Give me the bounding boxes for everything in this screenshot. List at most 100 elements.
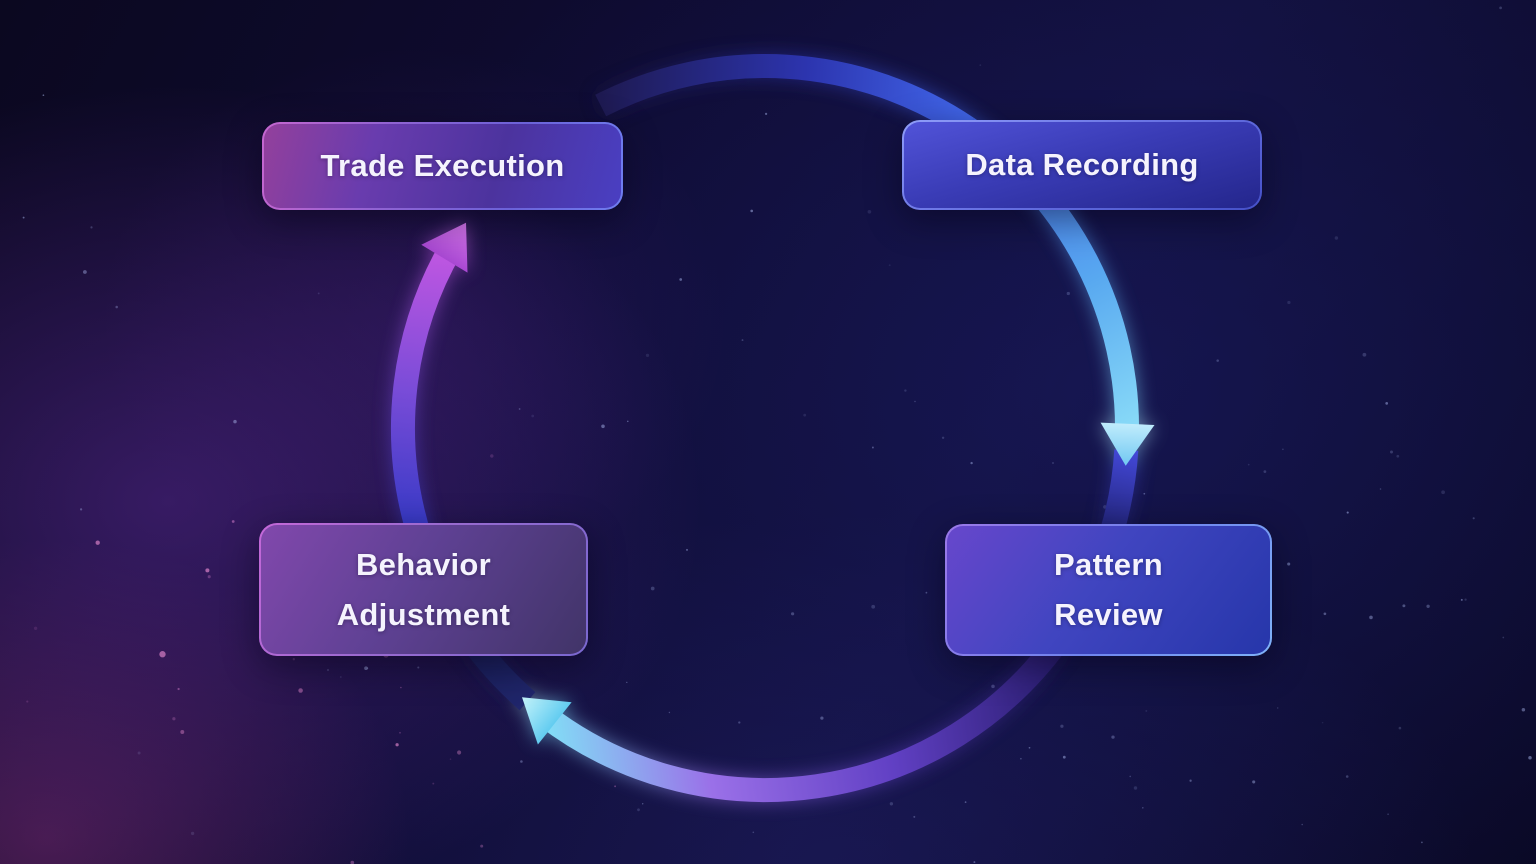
star-dot [1398,726,1402,730]
star-dot [1460,598,1463,601]
star-dot [1387,813,1389,816]
star-dot [1028,746,1031,749]
star-dot [626,681,628,684]
star-dot [400,686,402,689]
star-dot [941,436,945,439]
star-dot [1379,488,1382,490]
star-dot [364,666,368,671]
star-dot [1189,779,1192,782]
star-dot [867,209,872,214]
star-dot [1247,463,1250,466]
arc-trade-to-data [595,54,975,138]
node-data-recording: Data Recording [902,120,1262,210]
star-dot [1276,707,1279,709]
star-dot [417,666,420,669]
star-dot [1052,462,1054,464]
starfield [22,6,1532,864]
star-dot [1426,604,1430,608]
star-dot [350,860,355,864]
star-dot [1062,755,1066,759]
star-dot [913,815,916,818]
star-dot [137,751,141,755]
star-dot [366,667,369,670]
star-dot [190,831,195,836]
arc-pattern-to-behavior [537,633,1068,803]
star-dot [326,668,330,672]
star-dot [33,626,38,630]
star-dot [979,64,982,66]
star-dot [888,264,891,267]
arrow-down-icon [1100,422,1155,466]
star-dot [205,568,210,573]
star-dot [686,548,688,551]
star-dot [679,278,683,281]
star-dot [79,508,83,511]
star-dot [177,687,180,691]
star-dot [490,454,494,458]
star-dot [292,658,295,661]
node-pattern-review: Pattern Review [945,524,1272,656]
star-dot [22,216,25,219]
star-dot [668,711,671,714]
star-dot [1421,841,1423,844]
star-dot [1252,780,1256,784]
arc-behavior-to-trade [391,238,464,544]
star-dot [642,803,644,805]
star-dot [1142,807,1144,809]
star-dot [1441,490,1445,495]
star-dot [645,353,650,358]
star-dot [1145,709,1148,712]
star-dot [1502,636,1505,639]
star-dot [1323,612,1327,616]
node-pattern-review-body: Pattern Review [947,526,1270,654]
star-dot [1111,735,1115,739]
star-dot [820,716,824,720]
star-dot [1066,291,1070,296]
star-dot [26,700,29,703]
star-dot [1103,505,1107,509]
star-dot [752,831,755,834]
star-dot [1499,6,1502,10]
star-dot [449,758,452,760]
star-dot [1385,402,1389,405]
star-dot [1133,786,1138,790]
star-dot [233,419,237,424]
star-dot [159,651,166,658]
star-dot [1346,511,1349,514]
star-dot [991,684,995,689]
star-dot [457,750,462,755]
arrow-up-left-icon [522,697,572,745]
star-dot [914,400,916,403]
star-dot [83,270,87,274]
star-dot [180,730,185,734]
star-dot [925,591,928,594]
star-dot [531,414,535,418]
star-dot [42,94,45,97]
node-label-pattern-review: Pattern Review [1054,547,1163,632]
node-trade-execution-body: Trade Execution [264,124,621,208]
star-dot [90,226,93,229]
node-label-trade-execution: Trade Execution [320,148,565,184]
star-dot [871,604,876,609]
star-dot [1390,450,1393,454]
star-dot [115,305,118,309]
star-dot [738,721,741,724]
arrow-up-right-icon [421,222,468,273]
star-dot [1321,721,1324,724]
star-dot [1287,562,1291,566]
node-label-data-recording: Data Recording [965,147,1199,183]
star-dot [1301,823,1304,826]
star-dot [1369,615,1373,620]
star-dot [520,760,523,763]
star-dot [95,540,100,545]
star-dot [650,586,655,591]
star-dot [1362,352,1367,357]
star-dot [790,612,795,616]
star-dot [973,861,976,864]
star-dot [889,802,894,806]
star-dot [1334,236,1339,240]
star-dot [1528,756,1532,760]
